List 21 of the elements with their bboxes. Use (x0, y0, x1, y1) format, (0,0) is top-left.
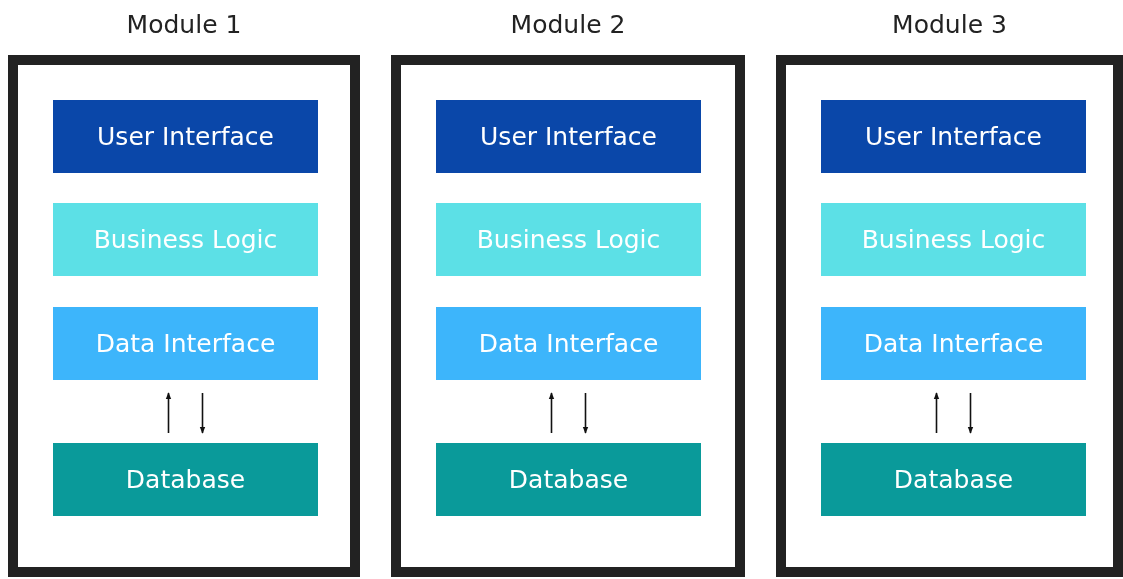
layer-box: Data Interface (821, 307, 1086, 380)
layer-box: Business Logic (436, 203, 701, 276)
layer-box: Database (436, 443, 701, 516)
layer-box: User Interface (821, 100, 1086, 173)
layer-box: Data Interface (53, 307, 318, 380)
layer-box: Data Interface (436, 307, 701, 380)
module-heading: Module 3 (891, 9, 1008, 41)
arrow (199, 392, 206, 434)
arrow (165, 392, 172, 434)
layer-box: User Interface (436, 100, 701, 173)
arrow (967, 392, 974, 434)
arrow (933, 392, 940, 434)
layer-box: Business Logic (821, 203, 1086, 276)
layer-box: Database (53, 443, 318, 516)
arrow (548, 392, 555, 434)
arrow (582, 392, 589, 434)
module-heading: Module 2 (509, 9, 627, 41)
layer-box: Database (821, 443, 1086, 516)
layer-box: User Interface (53, 100, 318, 173)
module-heading: Module 1 (125, 9, 243, 41)
layer-box: Business Logic (53, 203, 318, 276)
